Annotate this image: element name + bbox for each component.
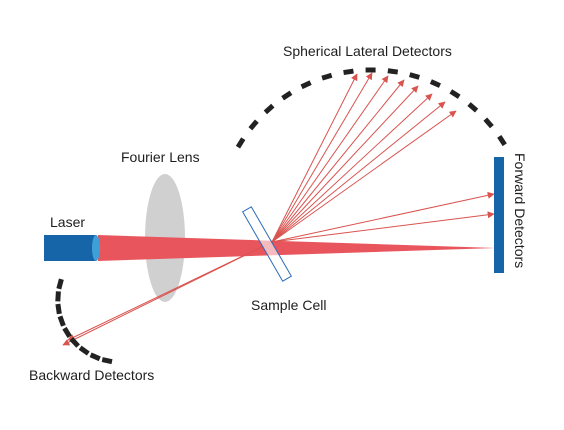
- scattered-ray: [271, 73, 358, 243]
- lateral-detector-segment: [483, 117, 494, 129]
- laser-emitter-icon: [44, 235, 100, 261]
- lateral-detector-segment: [248, 119, 259, 131]
- scattered-ray: [62, 241, 273, 346]
- forward-detector-bar-icon: [494, 157, 504, 273]
- laser-label: Laser: [50, 214, 85, 230]
- lateral-detector-segment: [263, 103, 275, 115]
- backward-detector-segment: [57, 315, 66, 327]
- backward-detector-segment: [56, 278, 64, 290]
- backward-detector-arc-icon: [55, 278, 113, 365]
- scattered-ray: [271, 101, 446, 243]
- sample-cell-label: Sample Cell: [251, 297, 326, 313]
- scattered-ray: [271, 85, 419, 243]
- scattered-ray: [271, 93, 433, 243]
- forward-detectors-label: Forward Detectors: [512, 153, 528, 268]
- lateral-detector-segment: [409, 72, 420, 80]
- lateral-detector-segment: [235, 137, 246, 149]
- scattered-ray: [271, 211, 495, 243]
- lateral-detector-segment: [449, 89, 461, 99]
- backward-detector-segment: [69, 337, 80, 348]
- sample-cell-icon: [241, 206, 293, 282]
- backward-detector-segment: [62, 326, 72, 338]
- scattered-rays: [62, 72, 495, 346]
- lateral-detector-segment: [497, 135, 507, 147]
- lateral-detector-segment: [343, 68, 354, 76]
- lateral-detector-segment: [281, 90, 293, 101]
- scattered-ray: [271, 191, 495, 243]
- fourier-lens-label: Fourier Lens: [121, 149, 200, 165]
- spherical-detector-arc-icon: [235, 67, 507, 149]
- lateral-detector-segment: [365, 67, 376, 73]
- scattered-ray: [271, 75, 389, 243]
- lateral-detector-segment: [387, 68, 399, 75]
- scattered-ray: [271, 72, 373, 243]
- backward-detectors-label: Backward Detectors: [29, 367, 154, 383]
- lateral-detector-segment: [300, 80, 312, 90]
- backward-detector-segment: [55, 291, 61, 302]
- lateral-detector-segment: [467, 102, 479, 113]
- spherical-detectors-label: Spherical Lateral Detectors: [283, 43, 452, 59]
- lateral-detector-segment: [321, 72, 333, 81]
- backward-detector-segment: [101, 357, 113, 365]
- scattered-ray: [271, 79, 405, 243]
- lateral-detector-segment: [429, 79, 441, 88]
- scattered-ray: [271, 110, 457, 243]
- backward-detector-segment: [89, 352, 101, 362]
- backward-detector-segment: [55, 303, 62, 315]
- laser-beam: [98, 235, 496, 261]
- backward-detector-segment: [78, 345, 90, 356]
